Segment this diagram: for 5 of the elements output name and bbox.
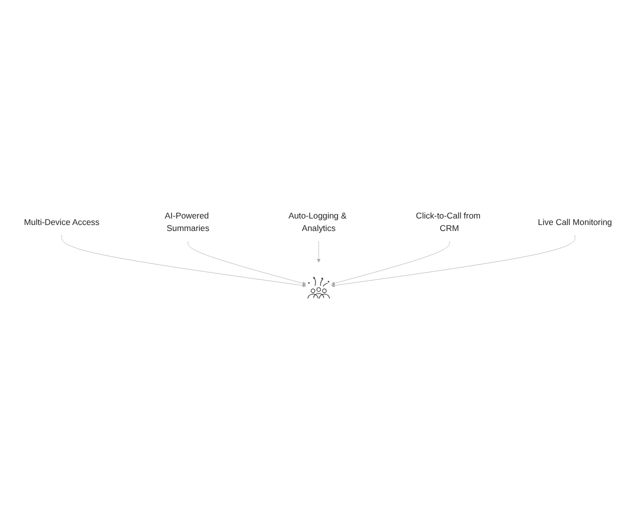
feature-label: Multi-Device Access	[24, 216, 100, 228]
feature-label: AI-Powered Summaries	[164, 210, 210, 235]
feature-label: Auto-Logging & Analytics	[287, 210, 348, 235]
feature-label: Live Call Monitoring	[538, 216, 612, 228]
feature-label: Click-to-Call from CRM	[414, 210, 482, 235]
